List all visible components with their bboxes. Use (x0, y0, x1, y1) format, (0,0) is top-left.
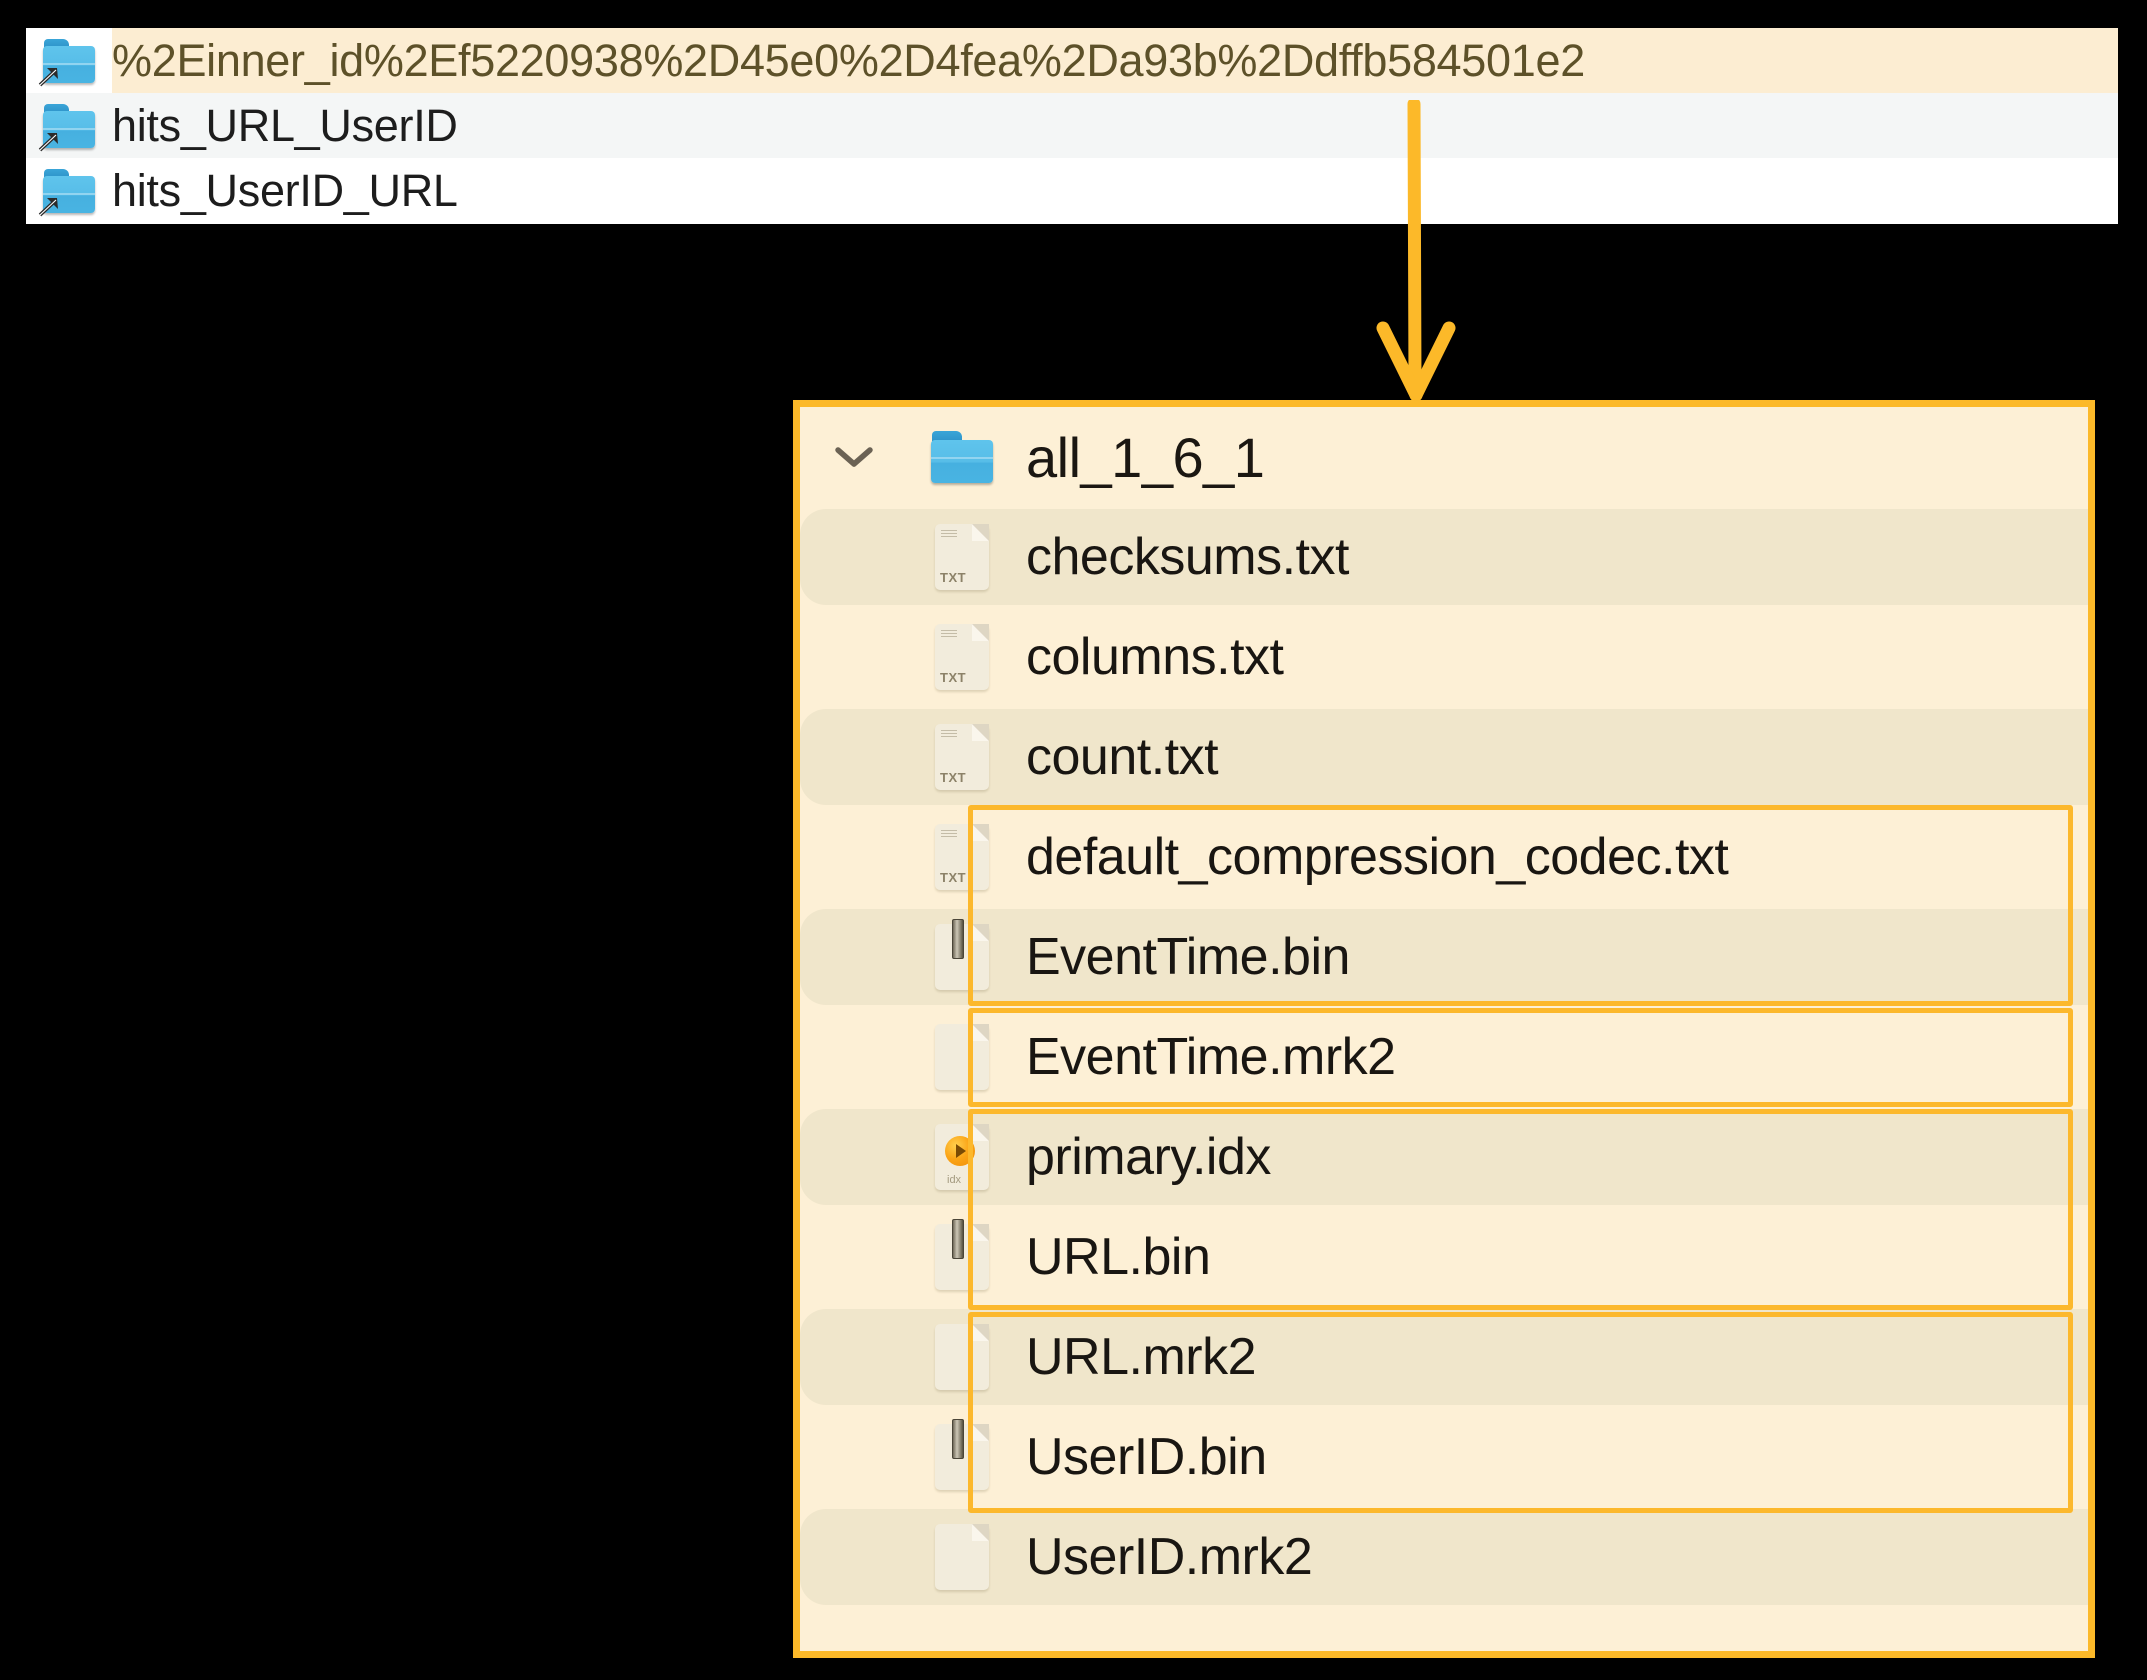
file-name-label: EventTime.mrk2 (1026, 1028, 1396, 1086)
file-name-label: URL.mrk2 (1026, 1328, 1257, 1386)
txt-file-icon: TXT (908, 524, 1016, 590)
folder-alias-icon (26, 168, 112, 216)
blank-file-icon (908, 1524, 1016, 1590)
blank-file-icon (908, 1324, 1016, 1390)
expanded-part-directory: all_1_6_1 TXT checksums.txt TXT columns.… (793, 400, 2095, 1658)
file-name-label: columns.txt (1026, 628, 1284, 686)
folder-shortcut-list: %2Einner_id%2Ef5220938%2D45e0%2D4fea%2Da… (26, 28, 2118, 224)
file-row-eventtime-bin[interactable]: EventTime.bin (800, 907, 2088, 1007)
file-name-label: default_compression_codec.txt (1026, 828, 1729, 886)
alias-arrow-icon (38, 132, 58, 151)
bin-file-icon (908, 919, 1016, 990)
folder-icon (908, 431, 1016, 483)
file-name-label: count.txt (1026, 728, 1219, 786)
directory-name-label: all_1_6_1 (1026, 425, 1265, 489)
directory-header-row[interactable]: all_1_6_1 (800, 407, 2088, 507)
file-row-primary-idx[interactable]: idx primary.idx (800, 1107, 2088, 1207)
txt-file-icon: TXT (908, 724, 1016, 790)
file-name-label: UserID.mrk2 (1026, 1528, 1313, 1586)
file-name-label: UserID.bin (1026, 1428, 1267, 1486)
idx-file-icon: idx (908, 1124, 1016, 1190)
file-row-columns-txt[interactable]: TXT columns.txt (800, 607, 2088, 707)
file-name-label: primary.idx (1026, 1128, 1271, 1186)
txt-file-icon: TXT (908, 824, 1016, 890)
list-item-label: hits_UserID_URL (112, 164, 458, 216)
alias-arrow-icon (38, 67, 58, 86)
bin-file-icon (908, 1219, 1016, 1290)
list-item[interactable]: hits_URL_UserID (26, 93, 2118, 158)
file-row-userid-bin[interactable]: UserID.bin (800, 1407, 2088, 1507)
blank-file-icon (908, 1024, 1016, 1090)
file-name-label: EventTime.bin (1026, 928, 1350, 986)
file-row-count-txt[interactable]: TXT count.txt (800, 707, 2088, 807)
folder-alias-icon (26, 103, 112, 151)
file-row-url-bin[interactable]: URL.bin (800, 1207, 2088, 1307)
list-item-label: %2Einner_id%2Ef5220938%2D45e0%2D4fea%2Da… (112, 28, 2118, 93)
alias-arrow-icon (38, 197, 58, 216)
file-row-eventtime-mrk2[interactable]: EventTime.mrk2 (800, 1007, 2088, 1107)
list-item-label: hits_URL_UserID (112, 99, 458, 151)
file-name-label: checksums.txt (1026, 528, 1349, 586)
list-item[interactable]: hits_UserID_URL (26, 158, 2118, 223)
list-item[interactable]: %2Einner_id%2Ef5220938%2D45e0%2D4fea%2Da… (26, 28, 2118, 93)
file-row-checksums-txt[interactable]: TXT checksums.txt (800, 507, 2088, 607)
bin-file-icon (908, 1419, 1016, 1490)
folder-alias-icon (26, 38, 112, 86)
txt-file-icon: TXT (908, 624, 1016, 690)
file-row-userid-mrk2[interactable]: UserID.mrk2 (800, 1507, 2088, 1607)
file-name-label: URL.bin (1026, 1228, 1211, 1286)
file-row-default-compression-codec-txt[interactable]: TXT default_compression_codec.txt (800, 807, 2088, 907)
file-row-url-mrk2[interactable]: URL.mrk2 (800, 1307, 2088, 1407)
chevron-down-icon[interactable] (800, 445, 908, 469)
